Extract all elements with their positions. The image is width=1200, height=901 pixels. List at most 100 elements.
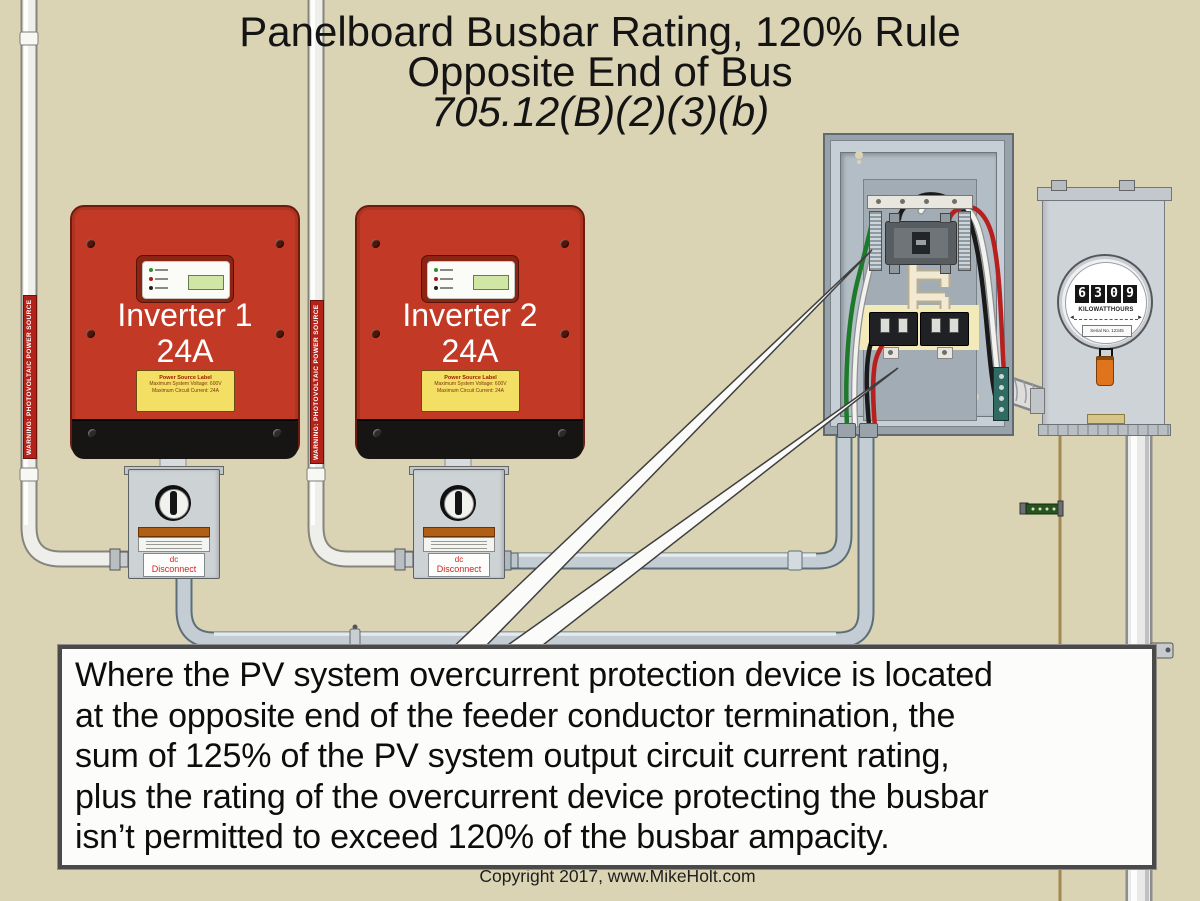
- title-line-2: Opposite End of Bus: [407, 48, 793, 95]
- screw-icon: [560, 329, 569, 338]
- dc-disconnect-1: dc Disconnect: [124, 466, 224, 579]
- title-code-reference: 705.12(B)(2)(3)(b): [430, 88, 770, 135]
- inverter-bottom-band: [357, 419, 583, 459]
- dc-label-line2: Disconnect: [151, 564, 197, 574]
- disconnect-rotary-switch: [440, 485, 476, 521]
- meter-seal-hasp: [1099, 348, 1113, 359]
- disconnect-rotary-switch: [155, 485, 191, 521]
- dc-disconnect-label: dc Disconnect: [428, 553, 490, 577]
- disconnect-warning-strip: [423, 527, 495, 537]
- power-source-label-title: Power Source Label: [159, 375, 212, 381]
- power-source-label: Power Source Label Maximum System Voltag…: [136, 370, 235, 412]
- utility-meter: 6 3 0 9 KILOWATTHOURS ◄► Serial No. 1234…: [1030, 180, 1172, 436]
- meter-top-flange: [1037, 187, 1172, 201]
- pointer-to-pv-breaker: [495, 367, 899, 653]
- power-source-label-line: Maximum System Voltage: 600V: [149, 381, 222, 387]
- meter-bottom-flange: [1038, 424, 1171, 436]
- screw-icon: [560, 239, 569, 248]
- screw-icon: [86, 329, 95, 338]
- terminal-strip: [993, 367, 1009, 421]
- inverter-enclosure: [355, 205, 585, 457]
- disconnect-spec-label: [423, 537, 495, 552]
- conduit-locknut: [837, 423, 856, 438]
- status-led-red: [149, 277, 153, 281]
- inverter-name: Inverter 2: [402, 297, 538, 333]
- inverter-display-panel: [136, 255, 234, 303]
- meter-digit: 3: [1091, 285, 1105, 303]
- meter-face: 6 3 0 9 KILOWATTHOURS ◄► Serial No. 1234…: [1057, 254, 1153, 350]
- panel-wiring: [844, 192, 1009, 430]
- inverter-2: Inverter 2 24A Power Source Label Maximu…: [355, 205, 585, 459]
- pointer-to-main-breaker: [446, 249, 873, 653]
- pv-breaker-2: [920, 312, 969, 346]
- display-screen: [427, 261, 515, 299]
- conduit-locknut: [859, 423, 878, 438]
- power-source-label: Power Source Label Maximum System Voltag…: [421, 370, 520, 412]
- dc-label-line2: Disconnect: [436, 564, 482, 574]
- screw-icon: [371, 239, 380, 248]
- meter-slot: [1087, 414, 1125, 424]
- rule-text-line: Where the PV system overcurrent protecti…: [75, 656, 993, 694]
- rule-text-line: sum of 125% of the PV system output circ…: [75, 737, 950, 775]
- inverter-enclosure: [70, 205, 300, 457]
- panelboard: [823, 133, 1014, 438]
- status-led-green: [149, 268, 153, 272]
- neutral-rail: [867, 195, 973, 209]
- display-screen: [142, 261, 230, 299]
- screw-icon: [88, 429, 97, 438]
- pv-breaker-1: [869, 312, 918, 346]
- meter-dial-label: KILOWATTHOURS: [1078, 307, 1134, 313]
- power-source-label-line: Maximum Circuit Current: 24A: [437, 388, 504, 394]
- copyright-notice: Copyright 2017, www.MikeHolt.com: [479, 866, 756, 886]
- power-source-label-line: Maximum System Voltage: 600V: [434, 381, 507, 387]
- power-source-label-line: Maximum Circuit Current: 24A: [152, 388, 219, 394]
- inverter-rating: 24A: [156, 333, 214, 369]
- meter-left-hub: [1030, 388, 1045, 414]
- screw-icon: [275, 329, 284, 338]
- status-led-black: [434, 286, 438, 290]
- rule-text-box: Where the PV system overcurrent protecti…: [58, 645, 1156, 869]
- dc-disconnect-2: dc Disconnect: [409, 466, 509, 579]
- screw-icon: [373, 429, 382, 438]
- disconnect-warning-strip: [138, 527, 210, 537]
- screw-icon: [558, 429, 567, 438]
- meter-digit: 0: [1107, 285, 1121, 303]
- ground-clamp: [1019, 500, 1064, 517]
- screw-icon: [86, 239, 95, 248]
- screw-icon: [273, 429, 282, 438]
- inverter-display-panel: [421, 255, 519, 303]
- dc-label-line1: dc: [454, 555, 464, 564]
- status-led-red: [434, 277, 438, 281]
- rule-text-line: at the opposite end of the feeder conduc…: [75, 696, 956, 735]
- power-source-label-title: Power Source Label: [444, 375, 497, 381]
- rule-text-line: isn’t permitted to exceed 120% of the bu…: [75, 818, 890, 856]
- dc-label-line1: dc: [169, 555, 179, 564]
- title-line-1: Panelboard Busbar Rating, 120% Rule: [239, 8, 961, 55]
- lcd-readout: [473, 275, 509, 290]
- inverter-rating: 24A: [441, 333, 499, 369]
- terminal-bar-left: [869, 211, 882, 271]
- meter-seal-tag: [1096, 356, 1114, 386]
- terminal-bar-right: [958, 211, 971, 271]
- dc-disconnect-label: dc Disconnect: [143, 553, 205, 577]
- diagram-title: Panelboard Busbar Rating, 120% Rule Oppo…: [0, 8, 1200, 135]
- conduit-coupling: [787, 550, 803, 571]
- meter-serial-label: Serial No. 12345: [1082, 325, 1132, 337]
- inverter-bottom-band: [72, 419, 298, 459]
- inverter-1: Inverter 1 24A Power Source Label Maximu…: [70, 205, 300, 459]
- rule-text-line: plus the rating of the overcurrent devic…: [75, 777, 989, 816]
- status-led-black: [149, 286, 153, 290]
- keyhole-icon: [855, 151, 863, 159]
- disconnect2-fitting: [394, 548, 414, 571]
- pv-conduit-1: [19, 0, 128, 568]
- meter-digit: 6: [1075, 285, 1089, 303]
- screw-icon: [275, 239, 284, 248]
- lcd-readout: [188, 275, 224, 290]
- status-led-green: [434, 268, 438, 272]
- main-breaker: [885, 221, 957, 265]
- screw-icon: [371, 329, 380, 338]
- inverter-name: Inverter 1: [117, 297, 253, 333]
- meter-digit: 9: [1123, 285, 1137, 303]
- busbar: [907, 263, 951, 309]
